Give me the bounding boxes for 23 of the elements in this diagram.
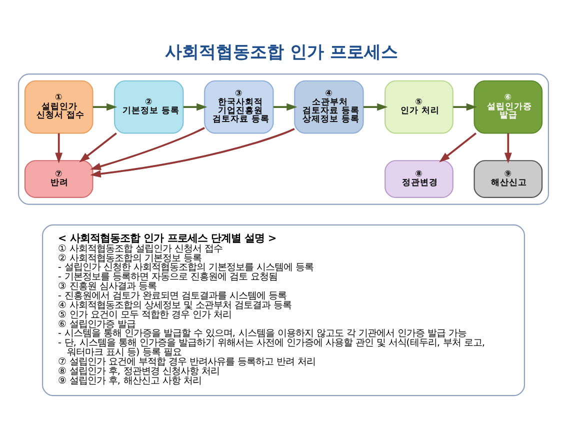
arrow — [79, 132, 117, 162]
arrow — [363, 103, 388, 111]
arrow — [90, 127, 205, 170]
arrow — [273, 103, 298, 111]
arrow — [92, 103, 118, 111]
arrow — [55, 133, 63, 164]
diagram-title: 사회적협동조합 인가 프로세스 — [165, 42, 398, 63]
node-box: ⑦ 반려 — [24, 160, 94, 198]
node-box: ⑧ 정관변경 — [384, 160, 454, 198]
arrow — [504, 133, 512, 164]
arrow — [453, 103, 478, 111]
arrow — [90, 128, 295, 178]
node-box: ⑥ 설립인가증 발급 — [474, 80, 543, 134]
node-box: < 사회적협동조합 인가 프로세스 단계별 설명 > ① 사회적협동조합 설립인가 신청서 접수 ② 사회적협동조합의 기본정보 등록 - 설립인가 신청한 사회적협동조합의 기본정보를 시스템에 등록 - 기본정보를 등록하면 자동으로 진흥원에 검토 요청됨 ③ 진흥원 심사결과 등록 - 진흥원에서 검토가 완료되면 검토결과를 시스템에 등록 ④ 사회적협동조합의 상세정보 및 소관부처 검토결과 등록 ⑤ 인가 요건이 모두 적합한 경우 인가 처리 ⑥ 설립인가증 발급 - 시스템을 통해 인가증을 발급할 수 있으며, 시스템을 이용하지 않고도 각 기관에서 인가증 발급 가능 - 단, 시스템을 통해 인가증을 발급하기 위해서는 사전에 인가증에 사용할 관인 및 서식(테두리, 부처 로고, 워터마크 표시 등) 등록 필요 ⑦ 설립인가 요건에 부적합 경우 반려사유를 등록하고 반려 처리 ⑧ 설립인가 후, 정관변경 신청사항 처리 ⑨ 설립인가 후, 해산신고 사항 처리 — [42, 224, 525, 396]
cluster — [18, 73, 550, 205]
node-box: ⑤ 인가 처리 — [384, 80, 454, 134]
arrow — [183, 103, 208, 111]
node-box: ② 기본정보 등록 — [114, 80, 184, 134]
arrow — [439, 132, 477, 162]
node-box: ③ 한국사회적 기업진흥원 검토자료 등록 — [204, 80, 274, 134]
node-box: ④ 소관부처 검토자료 등록 상제정보 등록 — [294, 80, 364, 134]
node-box: ① 설립인가 신청서 접수 — [24, 80, 94, 134]
node-box: ⑨ 해산신고 — [474, 160, 543, 198]
